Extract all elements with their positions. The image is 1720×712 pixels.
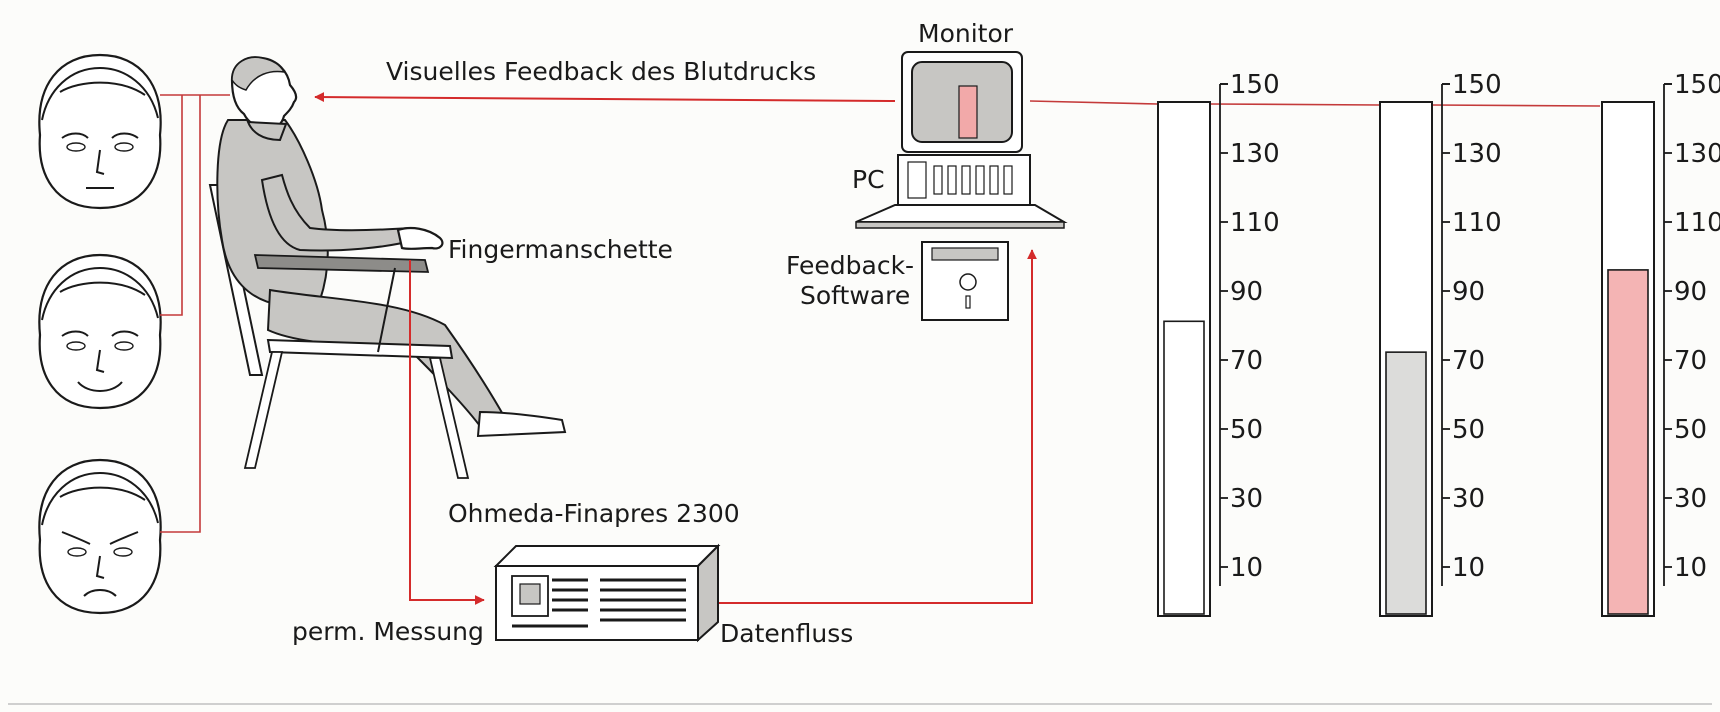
face-happy	[38, 253, 162, 410]
gauge-link-3	[1431, 104, 1601, 107]
label-feedback-line1: Feedback-	[786, 251, 914, 280]
gauge-fill	[1607, 269, 1649, 615]
label-feedback-line2: Software	[800, 281, 910, 310]
gauge-tick-label: 70	[1674, 346, 1707, 376]
label-monitor: Monitor	[918, 19, 1014, 48]
label-pc: PC	[852, 165, 885, 194]
gauge-tick-label: 30	[1452, 484, 1485, 514]
gauge-tick-label: 30	[1230, 484, 1263, 514]
label-data-flow: Datenfluss	[720, 619, 853, 648]
label-device: Ohmeda-Finapres 2300	[448, 499, 740, 528]
label-measurement: perm. Messung	[292, 617, 484, 646]
gauge-link-2	[1209, 103, 1381, 106]
measurement-arrow	[409, 260, 485, 605]
gauge-2: 150 130 110 90 70 50 30 10	[1379, 70, 1502, 617]
label-finger-cuff: Fingermanschette	[448, 235, 673, 264]
data-flow-arrow	[716, 249, 1037, 604]
gauge-tick-label: 90	[1452, 277, 1485, 307]
face-connectors	[160, 94, 230, 533]
label-visual-feedback: Visuelles Feedback des Blutdrucks	[386, 57, 816, 86]
face-angry	[38, 458, 162, 615]
gauge-3: 150 130 110 90 70 50 30 10	[1601, 70, 1720, 617]
gauge-tick-label: 90	[1674, 277, 1707, 307]
gauge-tick-label: 110	[1674, 208, 1720, 238]
gauge-tick-label: 150	[1452, 70, 1502, 100]
gauge-tick-label: 70	[1452, 346, 1485, 376]
gauge-tick-label: 130	[1674, 139, 1720, 169]
labels: Monitor Visuelles Feedback des Blutdruck…	[292, 19, 1014, 648]
gauge-fill	[1385, 351, 1427, 615]
gauge-1: 150 130 110 90 70 50 30 10	[1157, 70, 1280, 617]
gauge-fill	[1163, 320, 1205, 615]
gauge-tick-label: 10	[1230, 553, 1263, 583]
visual-feedback-arrow	[314, 92, 896, 103]
face-neutral	[38, 53, 162, 210]
gauge-link-1	[1029, 100, 1159, 105]
gauge-tick-label: 130	[1230, 139, 1280, 169]
seated-person	[208, 56, 567, 479]
gauge-tick-label: 130	[1452, 139, 1502, 169]
gauge-tick-label: 30	[1674, 484, 1707, 514]
gauge-tick-label: 10	[1452, 553, 1485, 583]
gauge-tick-label: 50	[1452, 415, 1485, 445]
computer	[855, 51, 1068, 321]
signal-wires	[314, 92, 1601, 605]
monitor-bar	[958, 85, 978, 139]
gauge-tick-label: 50	[1230, 415, 1263, 445]
gauge-tick-label: 150	[1230, 70, 1280, 100]
gauge-tick-label: 90	[1230, 277, 1263, 307]
finapres-device	[493, 543, 721, 643]
gauge-tick-label: 70	[1230, 346, 1263, 376]
bp-gauges: 1501301109070503010150130110907050301015…	[1157, 70, 1720, 617]
gauge-tick-label: 110	[1230, 208, 1280, 238]
gauge-tick-label: 50	[1674, 415, 1707, 445]
gauge-tick-label: 150	[1674, 70, 1720, 100]
gauge-tick-label: 10	[1674, 553, 1707, 583]
gauge-tick-label: 110	[1452, 208, 1502, 238]
keyboard	[855, 204, 1068, 223]
